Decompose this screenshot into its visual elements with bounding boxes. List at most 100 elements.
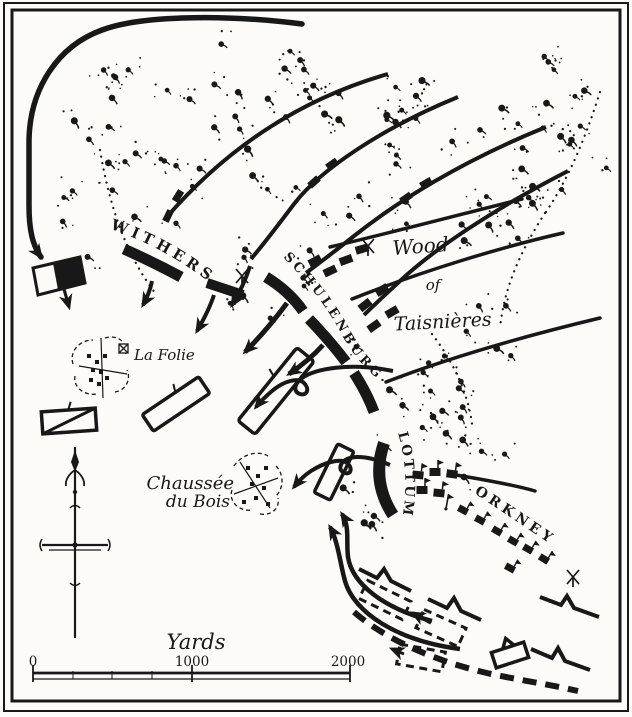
tree-icon [112, 74, 121, 84]
wood-dot [243, 106, 246, 110]
label-chaussee: Chaussée [147, 473, 234, 494]
wood-dot [527, 236, 530, 239]
wood-dot [376, 434, 379, 436]
wood-dot [290, 190, 294, 193]
wood-dot [477, 437, 479, 440]
wood-dot [118, 162, 121, 165]
wood-dot [247, 242, 250, 245]
wood-dot [220, 29, 223, 33]
wood-dot [554, 59, 557, 62]
wood-dot [333, 129, 336, 132]
tree-icon [232, 113, 240, 124]
wood-dot [499, 224, 502, 227]
wood-dot [457, 445, 460, 448]
wood-dot [496, 234, 499, 237]
wood-dot [218, 138, 221, 141]
wood-dot [153, 163, 156, 166]
wood-dot [580, 95, 584, 98]
wood-dot [572, 147, 576, 150]
orkney-battalions [456, 501, 556, 574]
wood-dot [477, 199, 480, 202]
wood-dot [60, 176, 63, 179]
wood-dot [331, 123, 334, 126]
tree-icon [498, 104, 510, 114]
wood-dot [314, 221, 316, 224]
wood-dot [416, 104, 419, 107]
tree-icon [439, 407, 450, 416]
wood-dot [298, 51, 301, 54]
tree-icon [368, 520, 378, 532]
wood-dot [396, 209, 399, 212]
wood-dot [213, 71, 216, 74]
wood-dot [469, 442, 472, 446]
wood-dot [271, 103, 275, 106]
tree-icon [545, 59, 555, 67]
wood-dot [270, 306, 273, 310]
windmill-icons [235, 238, 580, 587]
wood-dot [580, 78, 583, 81]
wood-dot [384, 112, 386, 114]
tree-icon [478, 448, 488, 456]
wood-dot [470, 394, 473, 397]
tree-icon [70, 117, 80, 129]
tree-icon [360, 519, 372, 530]
wood-dot [311, 281, 314, 285]
wood-dot [386, 77, 389, 80]
tree-icon [387, 142, 396, 149]
wood-dot [557, 179, 561, 183]
tree-icon [543, 99, 555, 109]
tree-icon [505, 219, 515, 230]
tree-icon [69, 188, 78, 196]
wood-dot [120, 83, 123, 86]
wood-dot [422, 384, 425, 387]
wood-dot [391, 228, 394, 231]
tree-icon [502, 302, 512, 312]
wood-dot [327, 224, 329, 227]
wood-dot [561, 149, 565, 152]
road-lottum [454, 473, 537, 493]
tree-icon [173, 162, 181, 172]
wood-dot [381, 378, 384, 382]
wood-dot [320, 87, 323, 90]
tree-icon [122, 158, 131, 167]
wood-dot [550, 124, 553, 127]
wood-dot [520, 186, 524, 189]
wood-dot [364, 504, 367, 507]
tree-icon [131, 213, 142, 223]
wood-dot [407, 126, 409, 129]
wood-dot [513, 127, 516, 130]
wood-dot [561, 127, 564, 131]
wood-dot [72, 224, 74, 227]
wood-dot [305, 88, 308, 91]
wood-dot [487, 293, 490, 295]
wood-dot [409, 166, 412, 169]
wood-dot [223, 75, 226, 79]
tree-icon [132, 150, 143, 159]
wood-dot [235, 102, 238, 105]
wood-dot [536, 195, 539, 198]
wood-dot [93, 153, 96, 155]
wood-dot [328, 121, 331, 124]
tree-icon [518, 165, 530, 175]
wood-dot [512, 169, 515, 172]
wood-dot [509, 222, 512, 224]
wood-dot [433, 79, 436, 82]
wood-dot [328, 82, 331, 85]
wood-dot [391, 196, 393, 199]
wood-dot [450, 154, 453, 156]
wood-dot [88, 75, 91, 77]
wood-dot [399, 99, 401, 102]
wood-dot [508, 242, 511, 245]
wood-dot [557, 45, 559, 48]
wood-dot [282, 314, 285, 317]
scale-bar: Yards 0 1000 2000 [29, 630, 365, 682]
wood-dot [119, 125, 122, 128]
tree-icon [186, 96, 196, 105]
tree-icon [420, 369, 429, 378]
wood-dot [445, 442, 448, 445]
wood-dot [261, 180, 263, 183]
tree-icon [457, 414, 465, 425]
wood-dot [71, 197, 74, 199]
lottum-battalions [412, 460, 463, 511]
tree-icon [399, 402, 410, 411]
